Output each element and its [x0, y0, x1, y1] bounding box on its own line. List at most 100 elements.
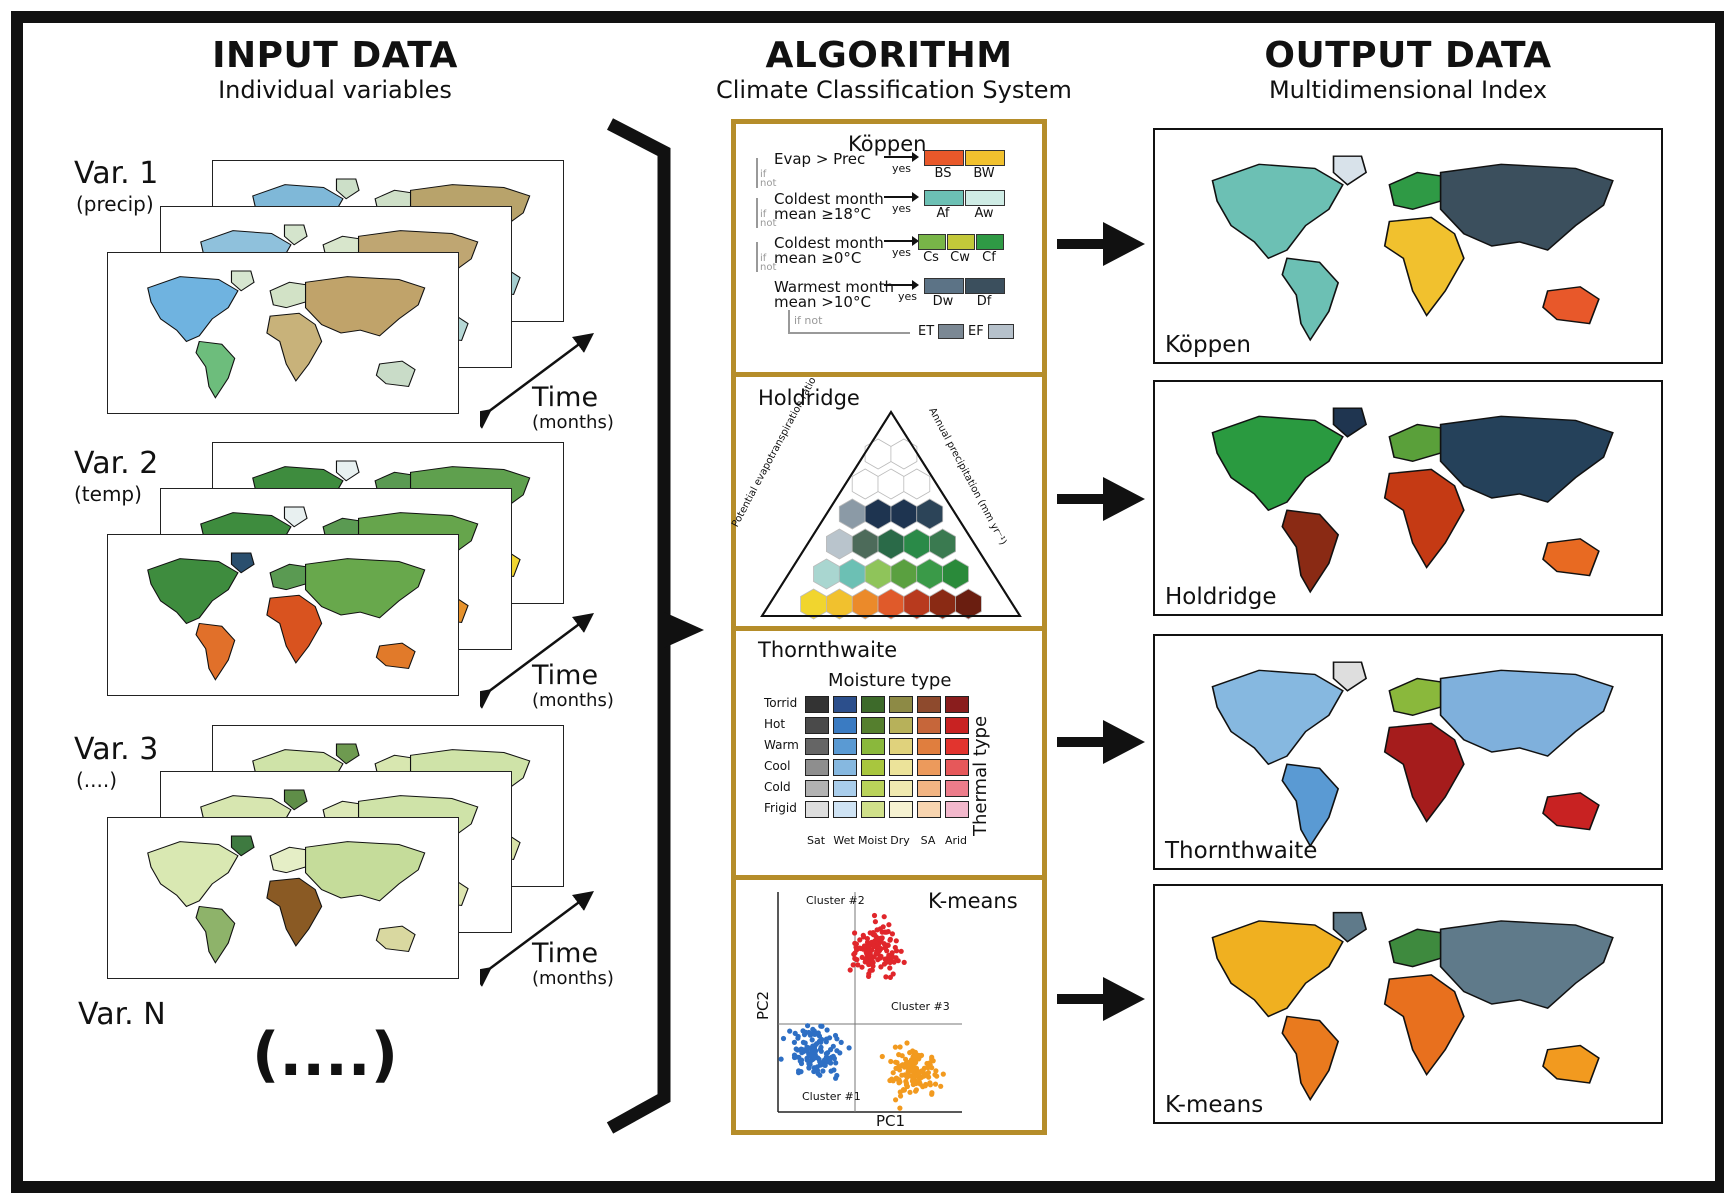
var3-sublabel: (....): [76, 768, 118, 792]
continent-africa: [1383, 468, 1465, 569]
time-arrow-1: [480, 333, 595, 429]
output-arrows: [1057, 222, 1145, 1021]
cluster-point: [852, 950, 858, 956]
koppen-class-swatch: [947, 234, 975, 250]
koppen-class-code: ET: [918, 324, 935, 339]
koppen-output-map: Köppen: [1153, 128, 1663, 364]
koppen-if-not-arrow: [756, 198, 758, 228]
cluster-point: [872, 919, 878, 925]
cluster-point: [846, 1045, 852, 1051]
koppen-class-swatch: [924, 278, 964, 294]
koppen-rule-text: Coldest month: [774, 190, 884, 208]
continent-australia: [1542, 538, 1600, 577]
arrow-to-koppen-output: [1057, 239, 1107, 249]
continent-greenland: [283, 506, 308, 528]
thornthwaite-cell: [861, 759, 885, 776]
cluster-point: [866, 944, 872, 950]
cluster-point: [887, 1077, 893, 1084]
cluster-point: [804, 1057, 811, 1063]
cluster-point: [812, 1031, 818, 1037]
cluster-point: [871, 954, 877, 960]
section-divider: [736, 875, 1042, 880]
koppen-yes-label: yes: [892, 202, 912, 215]
var1-sublabel: (precip): [76, 192, 154, 216]
koppen-class-swatch: [988, 324, 1014, 339]
thornthwaite-cell: [833, 717, 857, 734]
cluster-point: [913, 1065, 920, 1071]
time-sublabel-2: (months): [532, 690, 614, 711]
arrow-to-holdridge-output: [1057, 494, 1107, 504]
holdridge-hexagon: [916, 498, 944, 530]
continent-greenland: [1332, 155, 1368, 186]
cluster-point: [859, 964, 865, 970]
cluster-point: [852, 940, 858, 946]
cluster-point: [891, 959, 897, 965]
cluster-point: [879, 1053, 885, 1060]
cluster-point: [810, 1026, 816, 1032]
cluster-point: [869, 967, 875, 973]
moisture-col-label: Dry: [890, 834, 910, 847]
cluster-point: [934, 1073, 940, 1079]
continent-africa: [266, 312, 323, 382]
thornthwaite-cell: [889, 801, 913, 818]
cluster-point: [925, 1070, 931, 1076]
continent-africa: [1383, 216, 1465, 317]
continent-south-america: [1281, 257, 1340, 342]
thornthwaite-cell: [833, 780, 857, 797]
thermal-row-label: Frigid: [764, 801, 797, 815]
continent-australia: [1542, 792, 1600, 831]
var2-sublabel: (temp): [74, 482, 142, 506]
kmeans-ylabel: PC2: [754, 990, 772, 1020]
cluster-point: [820, 1068, 826, 1074]
cluster-point: [883, 929, 889, 935]
continent-asia: [1439, 163, 1614, 251]
cluster-point: [865, 951, 871, 957]
cluster-point: [896, 1066, 902, 1072]
cluster-point: [804, 1048, 810, 1054]
cluster-point: [805, 1023, 811, 1029]
input-map-layer: [107, 252, 459, 414]
cluster-point: [913, 1059, 919, 1065]
cluster-point: [940, 1071, 946, 1077]
koppen-class-code: BS: [934, 166, 952, 181]
holdridge-hexagon: [929, 528, 957, 560]
koppen-if-not-label: if not: [794, 314, 823, 327]
cluster-point: [910, 1068, 916, 1074]
time-label-2: Time: [532, 660, 599, 691]
continent-africa: [1383, 974, 1465, 1077]
cluster-point: [871, 943, 877, 950]
cluster-point: [817, 1059, 823, 1065]
continent-australia: [375, 360, 416, 388]
var1-label: Var. 1: [74, 156, 159, 191]
koppen-final-arrow: [788, 310, 910, 334]
koppen-rule-text: mean ≥18°C: [774, 205, 871, 223]
thornthwaite-cell: [833, 696, 857, 713]
cluster-point: [893, 1097, 899, 1103]
cluster2-label: Cluster #2: [806, 894, 865, 907]
cluster-point: [907, 1089, 913, 1095]
cluster-point: [818, 1044, 824, 1050]
continent-greenland: [283, 789, 308, 811]
continent-north-america: [147, 558, 239, 625]
cluster-point: [796, 1068, 802, 1074]
thornthwaite-output-map: Thornthwaite: [1153, 634, 1663, 870]
cluster-point: [811, 1054, 817, 1060]
cluster-point: [816, 1033, 823, 1039]
thornthwaite-cell: [917, 780, 941, 797]
continent-australia: [375, 925, 416, 953]
koppen-class-swatch: [938, 324, 964, 339]
thermal-type-title: Thermal type: [970, 715, 991, 836]
cluster-point: [865, 959, 871, 965]
koppen-if-not-arrow: [756, 242, 758, 272]
thornthwaite-cell: [889, 759, 913, 776]
thornthwaite-cell: [889, 780, 913, 797]
moisture-col-label: Sat: [806, 834, 826, 847]
cluster-point: [904, 1040, 910, 1046]
koppen-if-not-label: if not: [760, 253, 777, 273]
time-label-3: Time: [532, 938, 599, 969]
koppen-arrow-head: [912, 280, 919, 290]
koppen-class-swatch: [965, 150, 1005, 166]
cluster-point: [910, 1054, 916, 1060]
continent-asia: [1439, 920, 1614, 1009]
continent-australia: [1542, 286, 1600, 325]
